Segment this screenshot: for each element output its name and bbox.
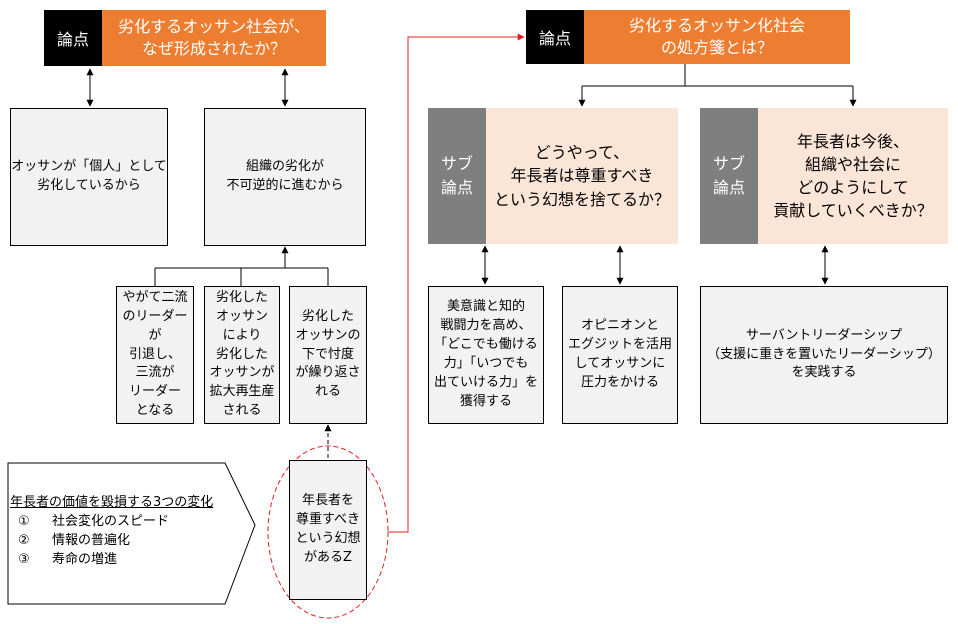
sub-issue-tag-a: サブ 論点	[428, 108, 486, 244]
changes-item-num: ③	[18, 551, 30, 567]
sub-issue-tag-b: サブ 論点	[700, 108, 758, 244]
changes-item-text: 寿命の増進	[52, 551, 118, 567]
box-third-rate-leaders: やがて二流 のリーダーが 引退し、 三流が リーダー となる	[116, 286, 194, 424]
box-organization-degradation: 組織の劣化が 不可逆的に進むから	[204, 108, 366, 246]
left-issue-tag: 論点	[44, 10, 102, 66]
changes-panel: 年長者の価値を毀損する3つの変化 ① 社会変化のスピード ② 情報の普遍化 ③ …	[10, 494, 245, 569]
box-opinion-exit: オピニオンと エグジットを活用 してオッサンに 圧力をかける	[562, 286, 678, 424]
changes-item: ③ 寿命の増進	[10, 551, 245, 570]
right-issue-title: 劣化するオッサン化社会 の処方箋とは？	[584, 10, 850, 64]
changes-arrow-shape	[7, 462, 256, 605]
changes-item-num: ①	[18, 513, 30, 529]
changes-title: 年長者の価値を毀損する3つの変化	[10, 495, 214, 510]
right-issue-tag: 論点	[526, 10, 584, 64]
left-issue-title: 劣化するオッサン社会が、 なぜ形成されたか？	[102, 10, 326, 66]
changes-item-text: 社会変化のスピード	[52, 513, 170, 529]
changes-item: ① 社会変化のスピード	[10, 513, 245, 532]
box-reproduction: 劣化した オッサン により 劣化した オッサンが 拡大再生産 される	[204, 286, 280, 424]
changes-item-text: 情報の普遍化	[52, 532, 131, 548]
sub-issue-contribution: 年長者は今後、 組織や社会に どのようにして 貢献していくべきか？	[758, 108, 948, 244]
box-aesthetic-power: 美意識と知的 戦闘力を高め、 「どこでも働ける 力」「いつでも 出ていける力」を…	[428, 286, 544, 424]
box-respect-illusion: 年長者を 尊重すべき という幻想 があるZ	[289, 460, 367, 600]
box-sontaku: 劣化した オッサンの 下で忖度 が繰り返さ れる	[289, 286, 367, 424]
box-servant-leadership: サーバントリーダーシップ （支援に重きを置いたリーダーシップ） を実践する	[700, 286, 948, 424]
sub-issue-discard-illusion: どうやって、 年長者は尊重すべき という幻想を捨てるか？	[486, 108, 678, 244]
changes-item-num: ②	[18, 532, 30, 548]
changes-item: ② 情報の普遍化	[10, 532, 245, 551]
box-individual-degradation: オッサンが「個人」として 劣化しているから	[10, 108, 168, 246]
